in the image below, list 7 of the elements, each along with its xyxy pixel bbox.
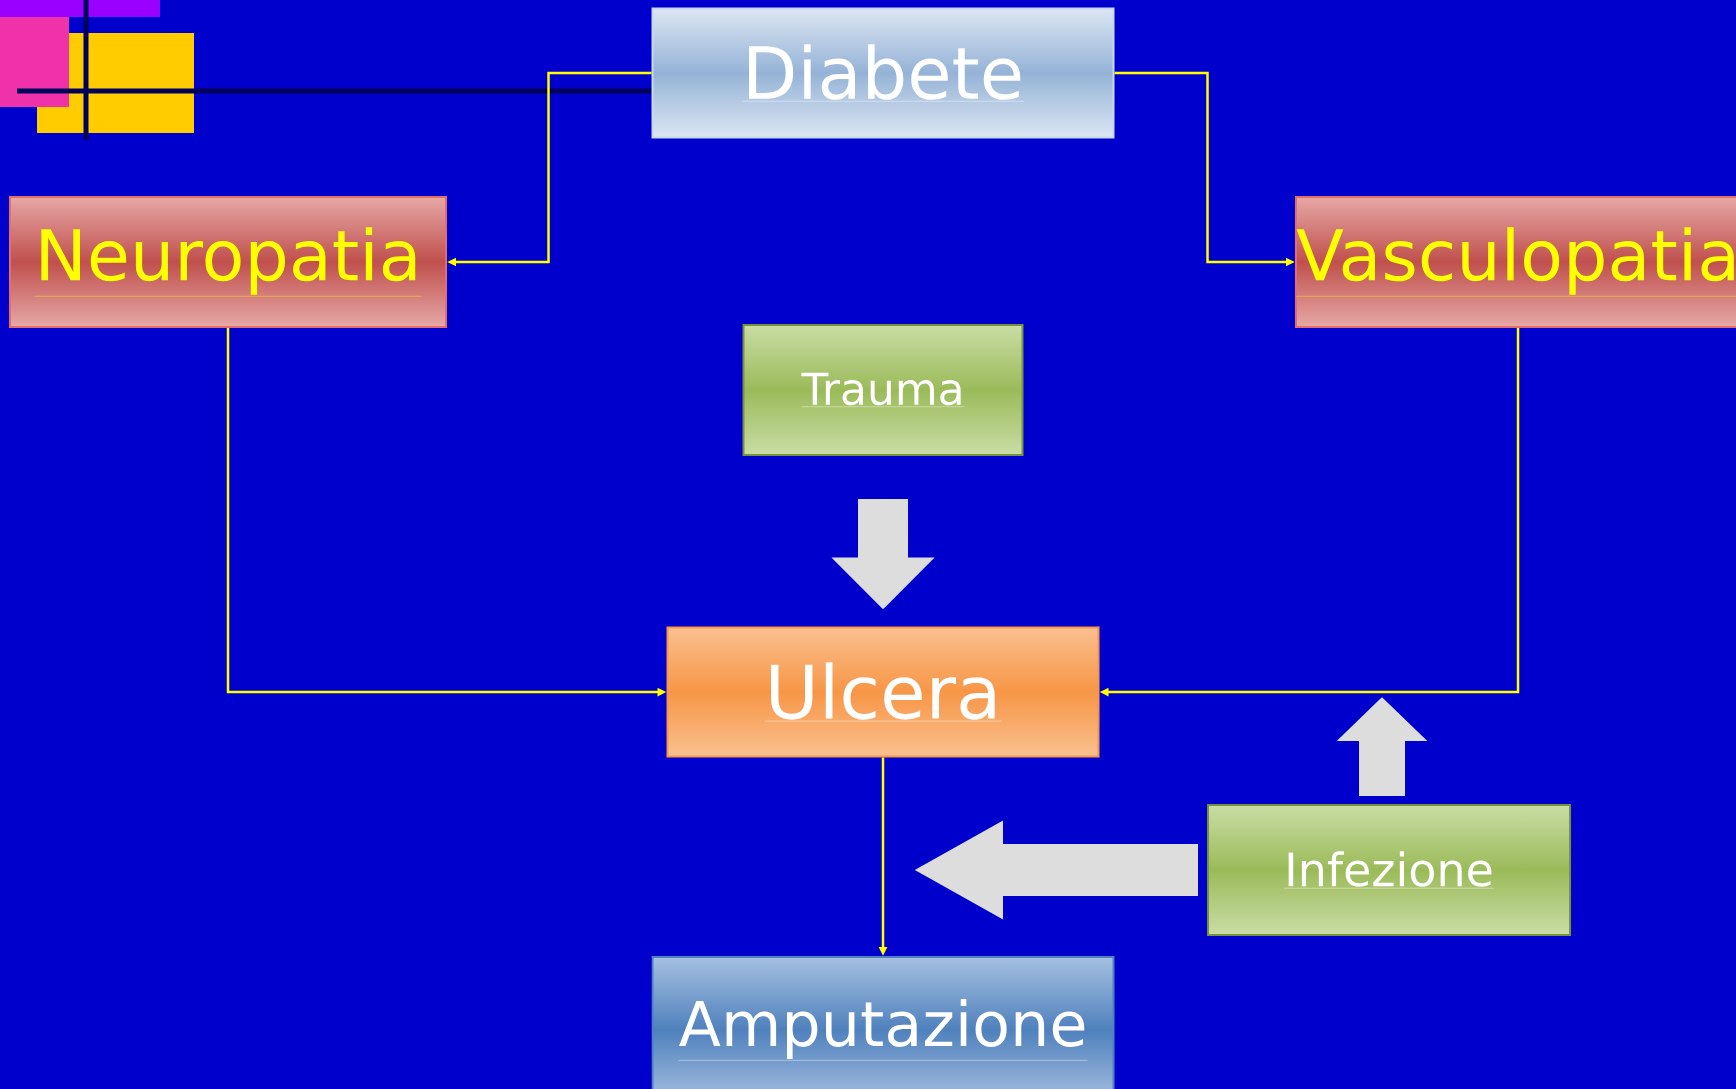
process-box: Trauma bbox=[742, 324, 1024, 456]
process-box: Vasculopatia bbox=[1295, 196, 1736, 328]
process-box: Diabete bbox=[651, 7, 1115, 139]
process-box: Amputazione bbox=[651, 956, 1115, 1089]
process-box: Neuropatia bbox=[9, 196, 447, 328]
process-box: Ulcera bbox=[666, 626, 1100, 758]
process-box: Infezione bbox=[1207, 804, 1571, 936]
